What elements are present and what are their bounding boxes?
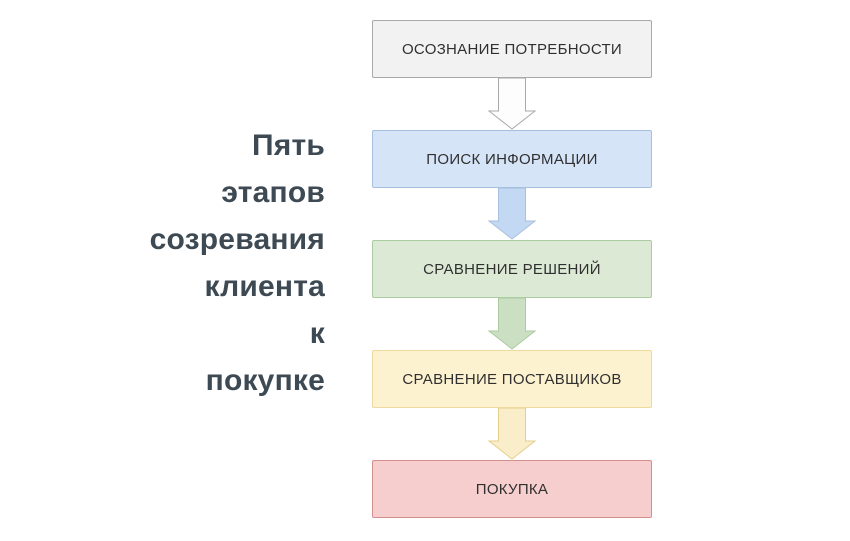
stage-label: ПОКУПКА (475, 480, 549, 498)
stage-box-information-search: ПОИСК ИНФОРМАЦИИ (372, 130, 652, 188)
down-arrow-icon (488, 298, 536, 350)
stage-box-solution-comparison: СРАВНЕНИЕ РЕШЕНИЙ (372, 240, 652, 298)
stage-box-purchase: ПОКУПКА (372, 460, 652, 518)
stage-flow: ОСОЗНАНИЕ ПОТРЕБНОСТИ ПОИСК ИНФОРМАЦИИ С… (372, 20, 652, 518)
stage-label: ПОИСК ИНФОРМАЦИИ (426, 150, 598, 168)
down-arrow-icon (488, 188, 536, 240)
stage-label: ОСОЗНАНИЕ ПОТРЕБНОСТИ (401, 40, 623, 58)
title-line: этапов (221, 176, 325, 209)
stage-box-need-recognition: ОСОЗНАНИЕ ПОТРЕБНОСТИ (372, 20, 652, 78)
stage-label: СРАВНЕНИЕ РЕШЕНИЙ (423, 260, 601, 278)
title-line: созревания (149, 223, 325, 256)
diagram-title: Пять этапов созревания клиента к покупке (110, 122, 325, 404)
stage-box-supplier-comparison: СРАВНЕНИЕ ПОСТАВЩИКОВ (372, 350, 652, 408)
title-line: покупке (205, 364, 325, 397)
title-line: клиента (204, 270, 325, 303)
stage-label: СРАВНЕНИЕ ПОСТАВЩИКОВ (402, 370, 622, 388)
down-arrow-icon (488, 78, 536, 130)
title-line: Пять (251, 129, 325, 162)
down-arrow-icon (488, 408, 536, 460)
title-line: к (309, 317, 325, 350)
